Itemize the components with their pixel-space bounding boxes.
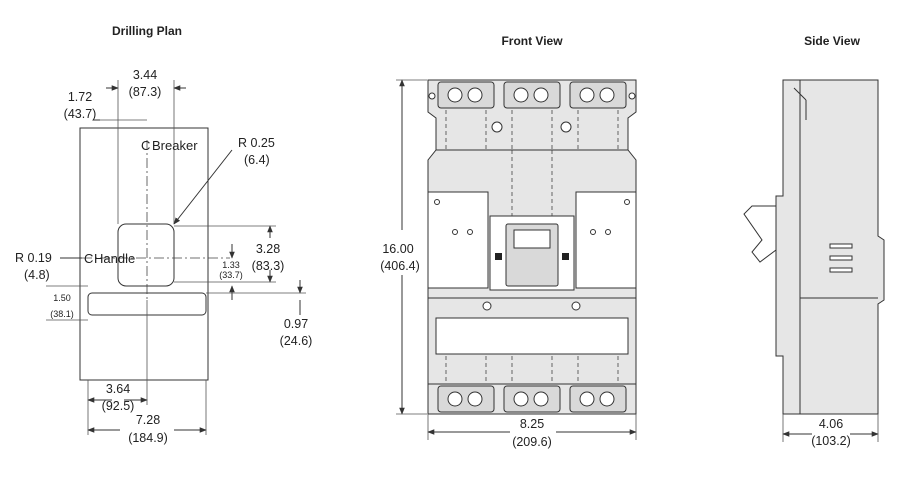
side-edge (793, 87, 807, 101)
right-cover (575, 191, 637, 289)
bottom-terminal-2 (503, 385, 561, 413)
left-cover (427, 191, 489, 289)
screw-icon (579, 87, 595, 103)
handle-grip (513, 229, 551, 249)
screw-icon (447, 391, 463, 407)
screw-icon (513, 391, 529, 407)
front-view-title: Front View (501, 34, 563, 48)
handle-cl-symbol: C (84, 251, 93, 266)
side-view: Side View 4.06 (103.2) (743, 34, 885, 448)
dim-92-5: (92.5) (102, 399, 135, 413)
dim-1-72: 1.72 (68, 90, 92, 104)
dim-1-50: 1.50 (53, 293, 71, 303)
panel-outline (79, 127, 209, 381)
drilling-plan: Drilling Plan 3.44 (87.3) 1.72 (43.7) C … (15, 24, 312, 445)
breaker-cl-symbol: C (141, 138, 150, 153)
screw-icon (579, 391, 595, 407)
top-terminal-3 (569, 81, 627, 109)
screw-icon (599, 391, 615, 407)
bottom-terminal-1 (437, 385, 495, 413)
screw-icon (533, 391, 549, 407)
dim-8-25: 8.25 (520, 417, 544, 431)
dim-16-00: 16.00 (382, 242, 413, 256)
screw-icon (624, 199, 630, 205)
dim-43-7: (43.7) (64, 107, 97, 121)
dim-0-97: 0.97 (284, 317, 308, 331)
dim-103-2: (103.2) (811, 434, 851, 448)
dim-r-0-25: R 0.25 (238, 136, 275, 150)
handle-label: Handle (94, 251, 135, 266)
screw-icon (599, 87, 615, 103)
stud (829, 243, 853, 249)
screw-icon (571, 301, 581, 311)
screw-icon (513, 87, 529, 103)
screw-icon (467, 391, 483, 407)
screw-icon (590, 229, 596, 235)
breaker-cutout (117, 223, 175, 287)
top-terminal-2 (503, 81, 561, 109)
dim-38-1: (38.1) (50, 309, 74, 319)
dim-3-44: 3.44 (133, 68, 157, 82)
side-view-title: Side View (804, 34, 860, 48)
screw-icon (491, 121, 503, 133)
dim-33-7: (33.7) (219, 270, 243, 280)
dim-6-4: (6.4) (244, 153, 270, 167)
screw-icon (467, 229, 473, 235)
dim-406-4: (406.4) (380, 259, 420, 273)
toggle-handle-icon (743, 205, 777, 263)
label-window (435, 317, 629, 355)
screw-icon (533, 87, 549, 103)
screw-icon (628, 92, 636, 100)
radius-leader (173, 149, 233, 225)
front-view: Front View 16.00 (406.4) (380, 34, 637, 449)
screw-icon (447, 87, 463, 103)
bottom-terminal-3 (569, 385, 627, 413)
drilling-plan-title: Drilling Plan (112, 24, 182, 38)
breaker-label: Breaker (152, 138, 198, 153)
dim-87-3: (87.3) (129, 85, 162, 99)
dim-184-9: (184.9) (128, 431, 168, 445)
dim-3-28: 3.28 (256, 242, 280, 256)
screw-icon (434, 199, 440, 205)
dim-4-06: 4.06 (819, 417, 843, 431)
indicator-square (495, 253, 502, 260)
indicator-square (562, 253, 569, 260)
screw-icon (452, 229, 458, 235)
dim-209-6: (209.6) (512, 435, 552, 449)
dim-7-28: 7.28 (136, 413, 160, 427)
dim-24-6: (24.6) (280, 334, 313, 348)
dim-4-8: (4.8) (24, 268, 50, 282)
top-terminal-1 (437, 81, 495, 109)
stud (829, 255, 853, 261)
screw-icon (467, 87, 483, 103)
dim-3-64: 3.64 (106, 382, 130, 396)
screw-icon (605, 229, 611, 235)
screw-icon (482, 301, 492, 311)
screw-icon (560, 121, 572, 133)
screw-icon (428, 92, 436, 100)
dim-r-0-19: R 0.19 (15, 251, 52, 265)
stud (829, 267, 853, 273)
dim-83-3: (83.3) (252, 259, 285, 273)
dim-1-33: 1.33 (222, 260, 240, 270)
